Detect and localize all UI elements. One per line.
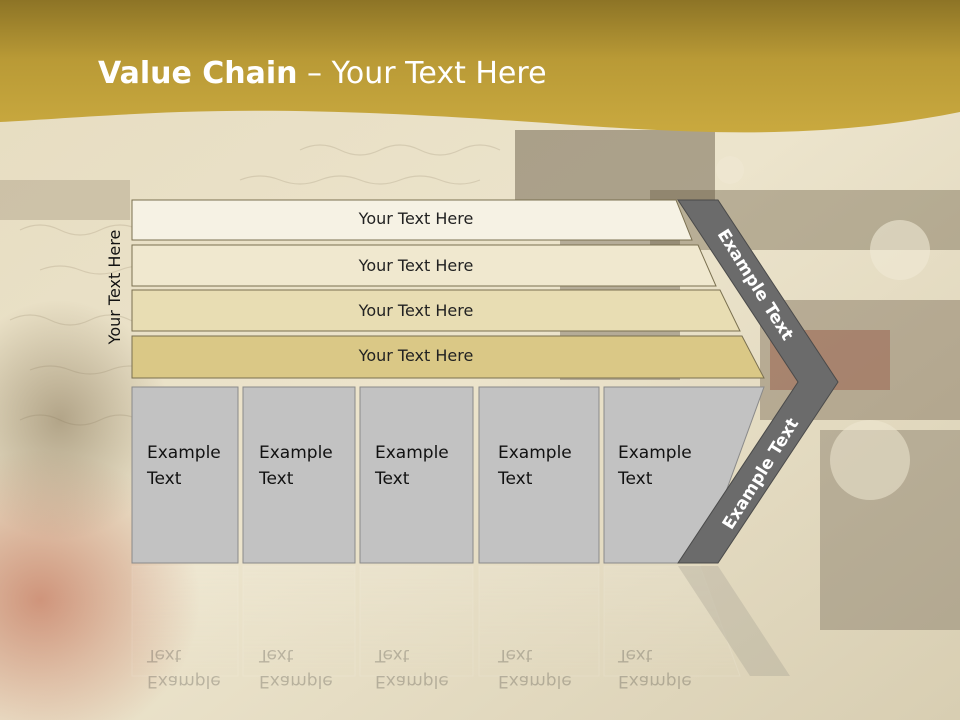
side-label: Your Text Here <box>105 229 124 345</box>
text-line: Example <box>147 671 221 691</box>
title-bold: Value Chain <box>98 56 298 91</box>
text-line: Text <box>618 645 653 665</box>
bar-4-label: Your Text Here <box>358 346 474 365</box>
text-line: Example <box>259 443 333 463</box>
box-1-reflection: Example Text <box>147 642 247 694</box>
chevron-shape <box>677 199 839 564</box>
text-line: Text <box>498 469 533 489</box>
diagram-reflection <box>131 565 790 677</box>
text-line: Example <box>259 671 333 691</box>
bar-2-label: Your Text Here <box>358 256 474 275</box>
text-line: Example <box>498 443 572 463</box>
bar-3-shape <box>131 289 741 332</box>
title-rest: – Your Text Here <box>297 56 547 91</box>
bar-2-shape <box>131 244 717 287</box>
box-4-shape <box>478 386 600 564</box>
bar-1-shape <box>131 199 693 241</box>
text-line: Example <box>498 671 572 691</box>
text-line: Text <box>618 469 653 489</box>
bar-4-shape <box>131 335 765 379</box>
box-4-reflection: Example Text <box>498 642 598 694</box>
text-line: Example <box>375 443 449 463</box>
text-line: Text <box>147 645 182 665</box>
text-line: Text <box>259 645 294 665</box>
page-title: Value Chain – Your Text Here <box>98 52 547 96</box>
text-line: Text <box>259 469 294 489</box>
box-3-shape <box>359 386 474 564</box>
text-line: Example <box>375 671 449 691</box>
bar-3-label: Your Text Here <box>358 301 474 320</box>
text-line: Text <box>147 469 182 489</box>
text-line: Text <box>375 469 410 489</box>
box-2-shape <box>242 386 356 564</box>
box-1-shape <box>131 386 239 564</box>
bar-1-label: Your Text Here <box>358 209 474 228</box>
box-2-reflection: Example Text <box>259 642 359 694</box>
text-line: Text <box>498 645 533 665</box>
text-line: Example <box>618 443 692 463</box>
text-line: Example <box>147 443 221 463</box>
title-band <box>0 0 960 133</box>
text-line: Text <box>375 645 410 665</box>
text-line: Example <box>618 671 692 691</box>
box-3-reflection: Example Text <box>375 642 475 694</box>
text-reflection: Example Text Example Text Example Text Exam… <box>0 566 960 720</box>
box-5-reflection: Example Text <box>618 642 718 694</box>
